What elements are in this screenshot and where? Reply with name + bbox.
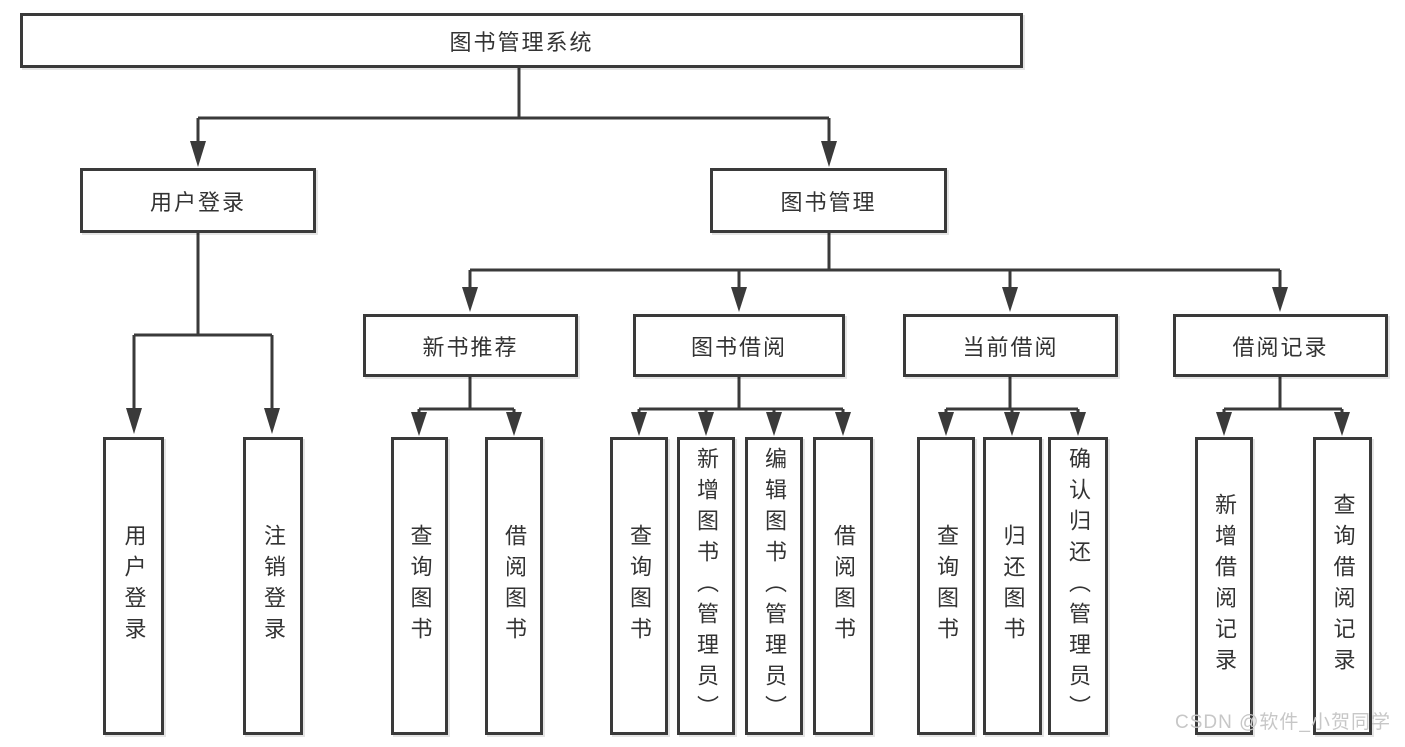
arrowhead [126, 408, 142, 434]
leaf-borrow-query-book: 查询图书 [610, 437, 668, 735]
leaf-query-borrow-record: 查询借阅记录 [1313, 437, 1372, 735]
arrowhead [1070, 412, 1086, 436]
connector-bookmgmt-to-level3 [462, 233, 1288, 312]
arrowhead [1004, 412, 1020, 436]
connector-newbookrec-to-leaves [411, 377, 522, 436]
arrowhead [631, 412, 647, 436]
leaf-borrow-book-label: 借阅图书 [831, 524, 856, 648]
arrowhead [731, 287, 747, 312]
arrowhead [821, 141, 837, 167]
node-borrowing-records-label: 借阅记录 [1232, 334, 1329, 360]
arrowhead [835, 412, 851, 436]
arrowhead [938, 412, 954, 436]
leaf-confirm-return-admin-label: 确认归还（管理员） [1066, 446, 1091, 726]
leaf-add-borrow-record-label: 新增借阅记录 [1212, 493, 1237, 679]
arrowhead [190, 141, 206, 167]
leaf-borrow-query-book-label: 查询图书 [627, 524, 652, 648]
node-book-management-label: 图书管理 [780, 189, 877, 215]
arrowhead [411, 412, 427, 436]
leaf-newbook-borrow-book-label: 借阅图书 [502, 524, 527, 648]
arrowhead [1272, 287, 1288, 312]
node-borrowing-records: 借阅记录 [1173, 314, 1388, 377]
leaf-add-book-admin: 新增图书（管理员） [677, 437, 735, 735]
leaf-current-query-book: 查询图书 [917, 437, 975, 735]
node-user-login: 用户登录 [80, 168, 316, 233]
arrowhead [766, 412, 782, 436]
node-user-login-label: 用户登录 [149, 189, 246, 215]
arrowhead [1334, 412, 1350, 436]
leaf-return-book: 归还图书 [983, 437, 1042, 735]
arrowhead [506, 412, 522, 436]
node-book-borrowing: 图书借阅 [633, 314, 845, 377]
node-current-borrowing-label: 当前借阅 [962, 334, 1059, 360]
leaf-user-login-label: 用户登录 [121, 524, 147, 648]
node-new-book-recommend-label: 新书推荐 [422, 334, 519, 360]
leaf-return-book-label: 归还图书 [1000, 524, 1026, 648]
leaf-query-borrow-record-label: 查询借阅记录 [1330, 493, 1356, 679]
arrowhead [264, 408, 280, 434]
leaf-borrow-book: 借阅图书 [813, 437, 873, 735]
node-new-book-recommend: 新书推荐 [363, 314, 578, 377]
leaf-newbook-borrow-book: 借阅图书 [485, 437, 543, 735]
leaf-logout-label: 注销登录 [261, 524, 286, 648]
leaf-logout: 注销登录 [243, 437, 303, 735]
leaf-edit-book-admin: 编辑图书（管理员） [745, 437, 803, 735]
arrowhead [1216, 412, 1232, 436]
connector-userlogin-to-leaves [126, 233, 280, 434]
leaf-confirm-return-admin: 确认归还（管理员） [1048, 437, 1108, 735]
leaf-add-borrow-record: 新增借阅记录 [1195, 437, 1253, 735]
connector-root-to-level2 [190, 68, 837, 167]
connector-bookborrow-to-leaves [631, 377, 851, 436]
leaf-edit-book-admin-label: 编辑图书（管理员） [762, 446, 787, 726]
connector-currentborrow-to-leaves [938, 377, 1086, 436]
leaf-user-login: 用户登录 [103, 437, 164, 735]
node-current-borrowing: 当前借阅 [903, 314, 1118, 377]
leaf-current-query-book-label: 查询图书 [934, 524, 959, 648]
arrowhead [698, 412, 714, 436]
arrowhead [1002, 287, 1018, 312]
leaf-add-book-admin-label: 新增图书（管理员） [694, 446, 719, 726]
node-system-root: 图书管理系统 [20, 13, 1023, 68]
watermark: CSDN @软件_小贺同学 [1175, 712, 1391, 733]
node-book-management: 图书管理 [710, 168, 947, 233]
arrowhead [462, 287, 478, 312]
connector-borrowrecord-to-leaves [1216, 377, 1350, 436]
node-book-borrowing-label: 图书借阅 [690, 334, 787, 360]
leaf-newbook-query-book: 查询图书 [391, 437, 448, 735]
node-system-root-label: 图书管理系统 [449, 29, 594, 55]
leaf-newbook-query-book-label: 查询图书 [407, 524, 433, 648]
